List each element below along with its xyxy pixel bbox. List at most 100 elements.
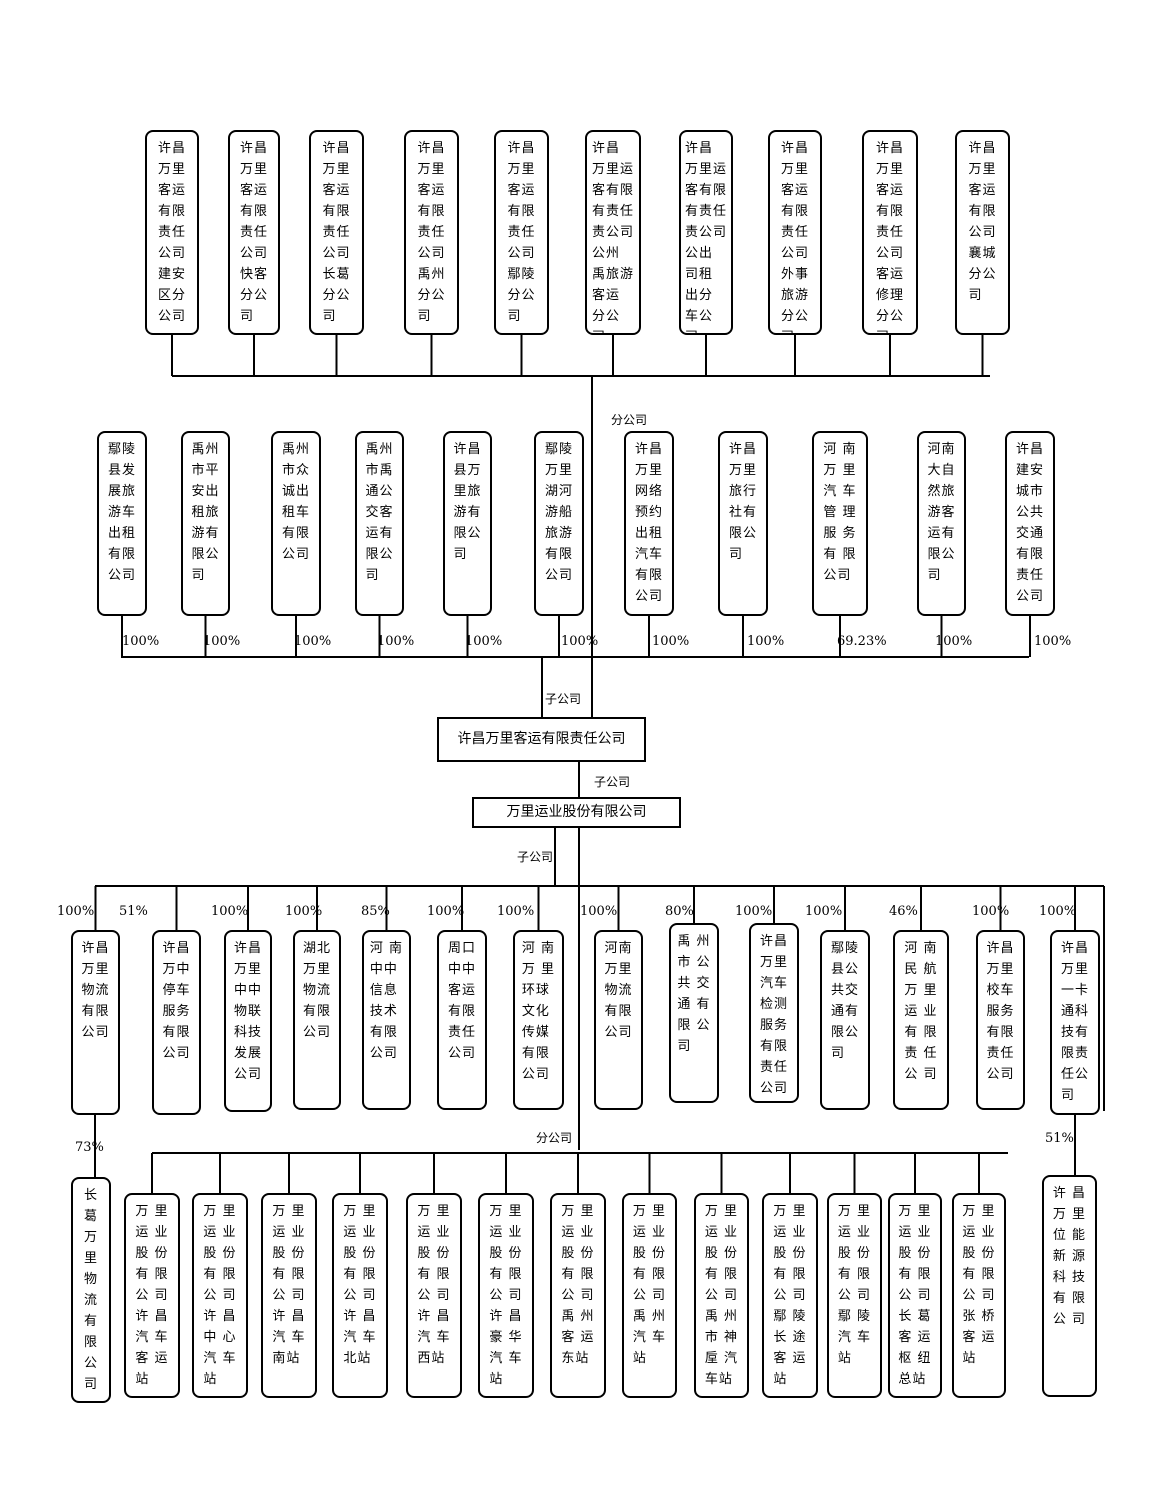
subsidiary-mid-10-box: 许昌 万里 汽车 检测 服务 有限 责任 公司 [749,923,799,1103]
pct-subsidiary-top-10: 100% [935,634,973,649]
branch-top-3-name: 许昌 万里 客运 有限 责任 公司 长葛 分公 司 [322,141,351,324]
subsidiary-mid-7-box: 河 南 万 里 环球 文化 传媒 有限 公司 [513,930,564,1110]
pct-subsidiary-top-8: 100% [747,634,785,649]
subsidiary-top-1-name: 鄢陵 县发 展旅 游车 出租 有限 公司 [107,442,136,583]
branch-top-5-box: 许昌 万里 客运 有限 责任 公司 鄢陵 分公 司 [494,130,549,335]
label-sub-top: 子公司 [545,692,582,706]
branch-top-7-box: 许昌 万里运 客有限 有责任 责公司 公出 司租 出分 车公 司 [679,130,733,335]
subsidiary-mid-9-name: 禹 州 市 公 共 交 通 有 限 公 司 [677,934,711,1054]
pct-subsidiary-mid-10: 100% [735,904,773,919]
subsidiary-top-6-name: 鄢陵 万里 湖河 游船 旅游 有限 公司 [544,442,573,583]
pct-subsidiary-mid-8: 100% [580,904,618,919]
branch-bottom-13-name: 万 里 运 业 股 份 有 限 公 司 张 桥 客 运 站 [962,1204,996,1366]
branch-bottom-5-box: 万 里 运 业 股 份 有 限 公 司 许 昌 汽 车 西站 [406,1193,462,1398]
subsidiary-top-5-name: 许昌 县万 里旅 游有 限公 司 [453,442,482,562]
pct-subsidiary-mid-3: 100% [211,904,249,919]
branch-bottom-12-box: 万 里 运 业 股 份 有 限 公 司 长 葛 客 运 枢 纽 总站 [888,1193,942,1398]
pct-subsidiary-mid-14: 100% [1039,904,1077,919]
subsidiary-mid-5-box: 河 南 中中 信息 技术 有限 公司 [362,930,411,1110]
pct-subsidiary-top-2: 100% [203,634,241,649]
subsidiary-mid-13-name: 许昌 万里 校车 服务 有限 责任 公司 [986,941,1015,1082]
subsidiary-mid-6-name: 周口 中中 客运 有限 责任 公司 [447,941,476,1061]
subsidiary-top-9-box: 河 南 万 里 汽 车 管 理 服 务 有 限 公司 [812,431,868,616]
branch-top-8-name: 许昌 万里 客运 有限 责任 公司 外事 旅游 分公 司 [780,141,809,333]
pct-subsidiary-top-1: 100% [122,634,160,649]
pct-subsidiary-top-6: 100% [561,634,599,649]
branch-top-2-box: 许昌 万里 客运 有限 责任 公司 快客 分公 司 [228,130,280,335]
subsidiary-top-2-name: 禹州 市平 安出 租旅 游有 限公 司 [191,442,220,583]
subsidiary-mid-11-name: 鄢陵 县公 共交 通有 限公 司 [830,941,859,1061]
branch-top-1-box: 许昌 万里 客运 有限 责任 公司 建安 区分 公司 [145,130,199,335]
pct-subsidiary-top-4: 100% [377,634,415,649]
weineng-tech-name: 许 昌 万 里 位 能 新 源 科 技 有 限 公 司 [1052,1186,1087,1327]
branch-top-6-name: 许昌 万里运 客有限 有责任 责公司 公州 禹旅游 客运 分公 司 [591,141,634,333]
subsidiary-mid-6-box: 周口 中中 客运 有限 责任 公司 [437,930,487,1110]
branch-bottom-12-name: 万 里 运 业 股 份 有 限 公 司 长 葛 客 运 枢 纽 总站 [898,1204,932,1387]
subsidiary-top-6-box: 鄢陵 万里 湖河 游船 旅游 有限 公司 [534,431,584,616]
branch-bottom-10-box: 万 里 运 业 股 份 有 限 公 司 鄢 陵 长 途 客 运 站 [762,1193,818,1398]
subsidiary-top-4-name: 禹州 市禹 通公 交客 运有 限公 司 [365,442,394,583]
pct-subsidiary-mid-11: 100% [805,904,843,919]
subsidiary-mid-1-name: 许昌 万里 物流 有限 公司 [81,941,110,1040]
subsidiary-mid-5-name: 河 南 中中 信息 技术 有限 公司 [369,941,404,1061]
pct-subsidiary-mid-12: 46% [889,904,918,919]
pct-subsidiary-top-7: 100% [652,634,690,649]
listed-company-box: 万里运业股份有限公司 [472,797,681,828]
pct-subsidiary-top-11: 100% [1034,634,1072,649]
subsidiary-top-8-box: 许昌 万里 旅行 社有 限公 司 [718,431,768,616]
branch-top-9-box: 许昌 万里 客运 有限 责任 公司 客运 修理 分公 司 [862,130,918,335]
pct-weineng: 51% [1045,1131,1074,1146]
branch-bottom-7-box: 万 里 运 业 股 份 有 限 公 司 禹 州 客 运 东站 [550,1193,606,1398]
subsidiary-mid-4-box: 湖北 万里 物流 有限 公司 [293,930,341,1110]
pct-subsidiary-top-5: 100% [465,634,503,649]
subsidiary-mid-2-box: 许昌 万中 停车 服务 有限 公司 [152,930,201,1115]
branch-bottom-9-box: 万 里 运 业 股 份 有 限 公 司 禹 州 市 神 垕 汽 车站 [694,1193,749,1398]
branch-bottom-13-box: 万 里 运 业 股 份 有 限 公 司 张 桥 客 运 站 [952,1193,1006,1398]
branch-bottom-1-name: 万 里 运 业 股 份 有 限 公 司 许 昌 汽 车 客 运 站 [135,1204,169,1387]
subsidiary-mid-2-name: 许昌 万中 停车 服务 有限 公司 [162,941,191,1061]
subsidiary-top-11-box: 许昌 建安 城市 公共 交通 有限 责任 公司 [1005,431,1055,616]
pct-subsidiary-mid-1: 100% [57,904,95,919]
subsidiary-top-8-name: 许昌 万里 旅行 社有 限公 司 [728,442,757,562]
subsidiary-mid-11-box: 鄢陵 县公 共交 通有 限公 司 [820,930,870,1110]
branch-top-2-name: 许昌 万里 客运 有限 责任 公司 快客 分公 司 [239,141,268,324]
root-company-box: 许昌万里客运有限责任公司 [437,717,646,762]
listed-company-name: 万里运业股份有限公司 [506,804,647,820]
branch-bottom-5-name: 万 里 运 业 股 份 有 限 公 司 许 昌 汽 车 西站 [417,1204,451,1366]
changge-wanli-logistics-name: 长 葛 万 里 物 流 有 限 公 司 [83,1188,98,1392]
branch-bottom-2-name: 万 里 运 业 股 份 有 限 公 司 许 昌 中 心 汽 车 站 [203,1204,237,1387]
subsidiary-mid-12-name: 河 南 民 航 万 里 运 业 有 限 责 任 公 司 [904,941,938,1082]
label-sub-low: 子公司 [517,850,554,864]
subsidiary-top-9-name: 河 南 万 里 汽 车 管 理 服 务 有 限 公司 [823,442,857,583]
subsidiary-mid-12-box: 河 南 民 航 万 里 运 业 有 限 责 任 公 司 [893,930,949,1110]
root-company-name: 许昌万里客运有限责任公司 [457,731,626,747]
subsidiary-mid-3-name: 许昌 万里 中中 物联 科技 发展 公司 [233,941,262,1082]
weineng-tech-box: 许 昌 万 里 位 能 新 源 科 技 有 限 公 司 [1042,1175,1097,1397]
branch-top-10-box: 许昌 万里 客运 有限 公司 襄城 分公 司 [955,130,1010,335]
subsidiary-mid-13-box: 许昌 万里 校车 服务 有限 责任 公司 [976,930,1025,1110]
branch-bottom-4-box: 万 里 运 业 股 份 有 限 公 司 许 昌 汽 车 北站 [332,1193,388,1398]
branch-bottom-8-name: 万 里 运 业 股 份 有 限 公 司 禹 州 汽 车 站 [632,1204,667,1366]
branch-bottom-6-name: 万 里 运 业 股 份 有 限 公 司 许 昌 豪 华 汽 车 站 [489,1204,523,1387]
changge-wanli-logistics-box: 长 葛 万 里 物 流 有 限 公 司 [71,1177,111,1403]
branch-top-3-box: 许昌 万里 客运 有限 责任 公司 长葛 分公 司 [309,130,364,335]
subsidiary-mid-7-name: 河 南 万 里 环球 文化 传媒 有限 公司 [521,941,556,1082]
branch-bottom-11-name: 万 里 运 业 股 份 有 限 公 司 鄢 陵 汽 车 站 [837,1204,872,1366]
branch-top-9-name: 许昌 万里 客运 有限 责任 公司 客运 修理 分公 司 [875,141,904,333]
branch-bottom-11-box: 万 里 运 业 股 份 有 限 公 司 鄢 陵 汽 车 站 [827,1193,882,1398]
subsidiary-top-7-name: 许昌 万里 网络 预约 出租 汽车 有限 公司 [634,442,663,604]
subsidiary-top-10-box: 河南 大自 然旅 游客 运有 限公 司 [917,431,966,616]
subsidiary-top-3-box: 禹州 市众 诚出 租车 有限 公司 [271,431,321,616]
subsidiary-mid-14-box: 许昌 万里 一卡 通科 技有 限责 任公 司 [1050,930,1100,1115]
subsidiary-top-11-name: 许昌 建安 城市 公共 交通 有限 责任 公司 [1015,442,1044,604]
branch-top-5-name: 许昌 万里 客运 有限 责任 公司 鄢陵 分公 司 [507,141,536,324]
subsidiary-top-3-name: 禹州 市众 诚出 租车 有限 公司 [281,442,310,562]
pct-subsidiary-mid-9: 80% [665,904,694,919]
branch-top-7-name: 许昌 万里运 客有限 有责任 责公司 公出 司租 出分 车公 司 [684,141,727,333]
pct-subsidiary-top-3: 100% [294,634,332,649]
label-branch-top: 分公司 [611,413,648,427]
branch-bottom-7-name: 万 里 运 业 股 份 有 限 公 司 禹 州 客 运 东站 [561,1204,595,1366]
subsidiary-top-4-box: 禹州 市禹 通公 交客 运有 限公 司 [355,431,404,616]
